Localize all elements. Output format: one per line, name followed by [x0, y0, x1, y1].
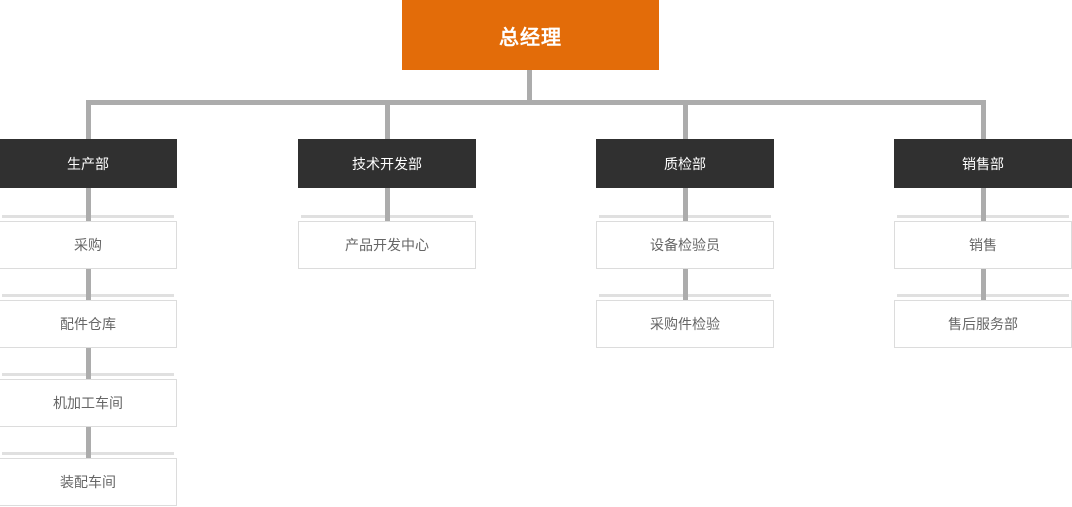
connector-vertical: [85, 348, 91, 379]
org-node-equipment-inspector[interactable]: 设备检验员: [596, 215, 774, 269]
org-column-production: 生产部 采购 配件仓库 机加工车间 装配车间: [0, 139, 177, 506]
connector-drop-quality: [682, 100, 688, 139]
org-node-assembly-workshop[interactable]: 装配车间: [0, 452, 177, 506]
connector-vertical: [682, 269, 688, 300]
org-node-machining-workshop[interactable]: 机加工车间: [0, 373, 177, 427]
org-node-purchased-parts-inspection[interactable]: 采购件检验: [596, 294, 774, 348]
org-node-after-sales-service[interactable]: 售后服务部: [894, 294, 1072, 348]
org-node-dept-quality[interactable]: 质检部: [596, 139, 774, 188]
connector-drop-production: [85, 100, 91, 139]
org-node-dept-production[interactable]: 生产部: [0, 139, 177, 188]
connector-vertical: [85, 188, 91, 221]
org-node-general-manager[interactable]: 总经理: [402, 0, 659, 70]
connector-vertical: [980, 188, 986, 221]
org-node-sales[interactable]: 销售: [894, 215, 1072, 269]
connector-root-stub: [527, 70, 532, 105]
connector-drop-tech-dev: [384, 100, 390, 139]
org-column-tech-dev: 技术开发部 产品开发中心: [298, 139, 476, 269]
connector-vertical: [384, 188, 390, 221]
connector-horizontal-line: [85, 100, 986, 105]
org-node-purchasing[interactable]: 采购: [0, 215, 177, 269]
org-node-dept-sales[interactable]: 销售部: [894, 139, 1072, 188]
connector-drop-sales: [980, 100, 986, 139]
org-column-quality: 质检部 设备检验员 采购件检验: [596, 139, 774, 348]
org-node-parts-warehouse[interactable]: 配件仓库: [0, 294, 177, 348]
org-node-product-dev-center[interactable]: 产品开发中心: [298, 215, 476, 269]
connector-vertical: [85, 427, 91, 458]
org-node-dept-tech-dev[interactable]: 技术开发部: [298, 139, 476, 188]
connector-vertical: [682, 188, 688, 221]
org-column-sales: 销售部 销售 售后服务部: [894, 139, 1072, 348]
connector-vertical: [980, 269, 986, 300]
connector-vertical: [85, 269, 91, 300]
